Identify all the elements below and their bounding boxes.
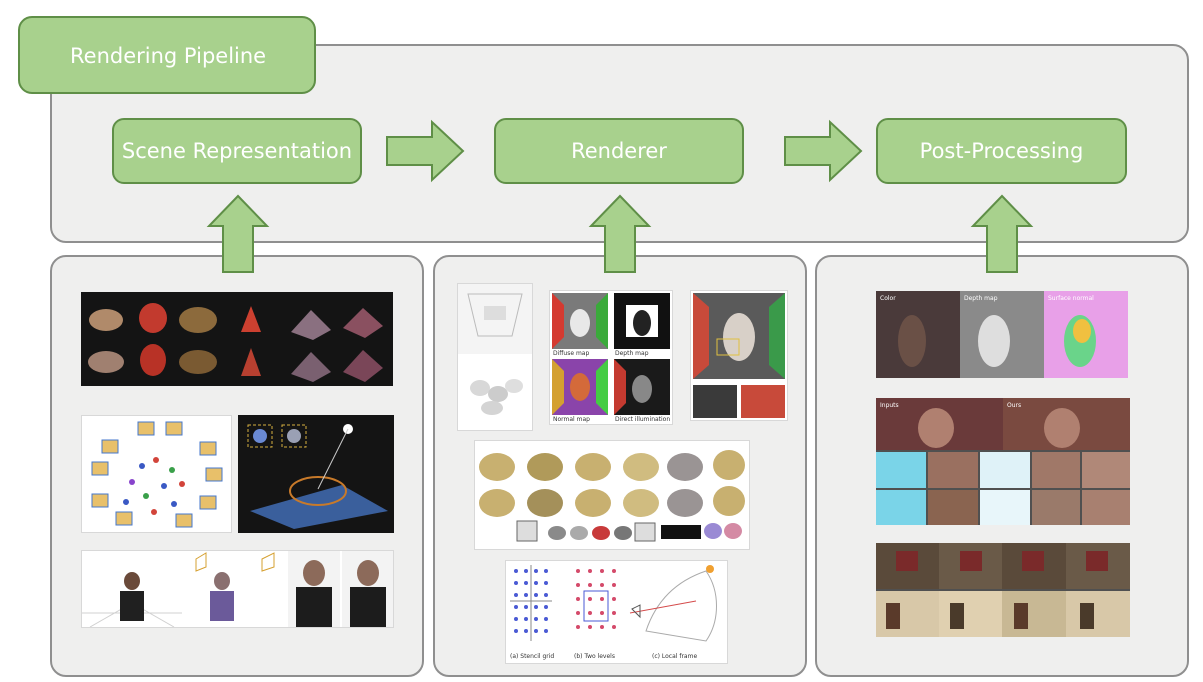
post-label-ours: Ours bbox=[1007, 402, 1022, 409]
stencil-grid-image: (a) Stencil grid (b) Two levels (c) Loca… bbox=[505, 560, 728, 664]
cameras-around-scene-image bbox=[81, 415, 232, 533]
post-label-inputs: Inputs bbox=[880, 402, 899, 409]
human-capture-image bbox=[81, 550, 394, 628]
arrow-up-1 bbox=[206, 194, 270, 273]
grid-caption-a: (a) Stencil grid bbox=[510, 653, 555, 660]
grid-caption-c: (c) Local frame bbox=[652, 653, 698, 660]
stage-renderer: Renderer bbox=[494, 118, 744, 184]
arrow-right-2 bbox=[784, 119, 863, 183]
g-buffer-maps-image: Diffuse map Depth map Normal map Direct … bbox=[549, 290, 673, 425]
light-scene-image bbox=[238, 415, 394, 533]
pipeline-title: Rendering Pipeline bbox=[18, 16, 316, 94]
arrow-right-1 bbox=[386, 119, 465, 183]
global-illumination-image bbox=[690, 290, 788, 421]
buffer-label-direct: Direct illumination bbox=[615, 416, 671, 423]
grid-caption-b: (b) Two levels bbox=[574, 653, 615, 660]
arrow-up-2 bbox=[588, 194, 652, 273]
indoor-render-image bbox=[457, 283, 533, 431]
stage-scene-representation: Scene Representation bbox=[112, 118, 362, 184]
material-bunnies-image bbox=[474, 440, 750, 550]
stage-post-processing: Post-Processing bbox=[876, 118, 1127, 184]
post-label-normal: Surface normal bbox=[1048, 295, 1094, 302]
buffer-label-diffuse: Diffuse map bbox=[553, 350, 590, 357]
scene-objects-image bbox=[81, 292, 393, 386]
post-label-color: Color bbox=[880, 295, 896, 302]
video-enhancement-image: Inputs Ours bbox=[876, 398, 1130, 525]
depth-normal-image: Color Depth map Surface normal bbox=[876, 291, 1128, 378]
arrow-up-3 bbox=[970, 194, 1034, 273]
buffer-label-normal: Normal map bbox=[553, 416, 590, 423]
buffer-label-depth: Depth map bbox=[615, 350, 649, 357]
post-label-depth: Depth map bbox=[964, 295, 998, 302]
room-relighting-image bbox=[876, 543, 1130, 637]
